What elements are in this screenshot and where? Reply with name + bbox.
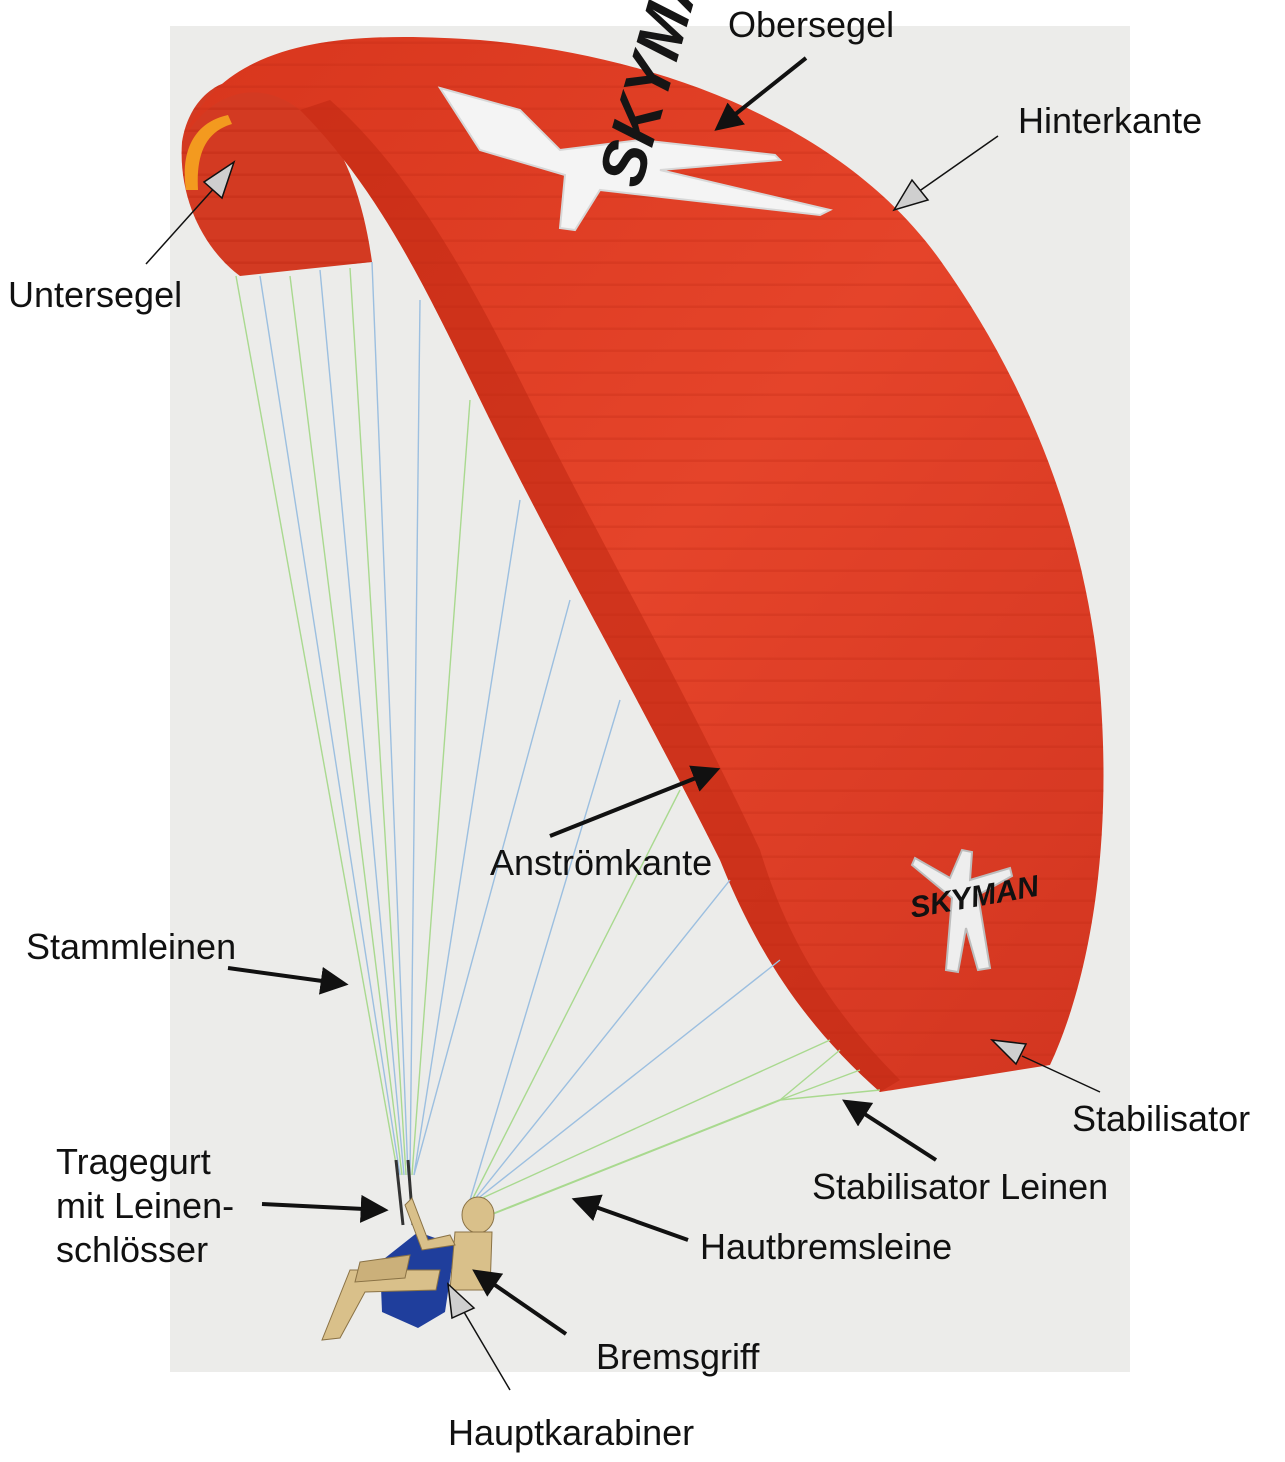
label-hauptkarabiner: Hauptkarabiner — [448, 1412, 694, 1454]
label-stammleinen: Stammleinen — [26, 926, 236, 968]
label-tragegurt: Tragegurt mit Leinen- schlösser — [56, 1140, 234, 1272]
label-bremsgriff: Bremsgriff — [596, 1336, 759, 1378]
label-anstroemkante: Anströmkante — [490, 842, 712, 884]
label-tragegurt-line1: Tragegurt — [56, 1140, 234, 1184]
label-hautbremsleine: Hautbremsleine — [700, 1226, 952, 1268]
label-stabilisator-leinen: Stabilisator Leinen — [812, 1166, 1108, 1208]
label-untersegel: Untersegel — [8, 274, 182, 316]
label-tragegurt-line2: mit Leinen- — [56, 1184, 234, 1228]
label-obersegel: Obersegel — [728, 4, 894, 46]
label-stabilisator: Stabilisator — [1072, 1098, 1250, 1140]
label-hinterkante: Hinterkante — [1018, 100, 1202, 142]
label-tragegurt-line3: schlösser — [56, 1228, 234, 1272]
